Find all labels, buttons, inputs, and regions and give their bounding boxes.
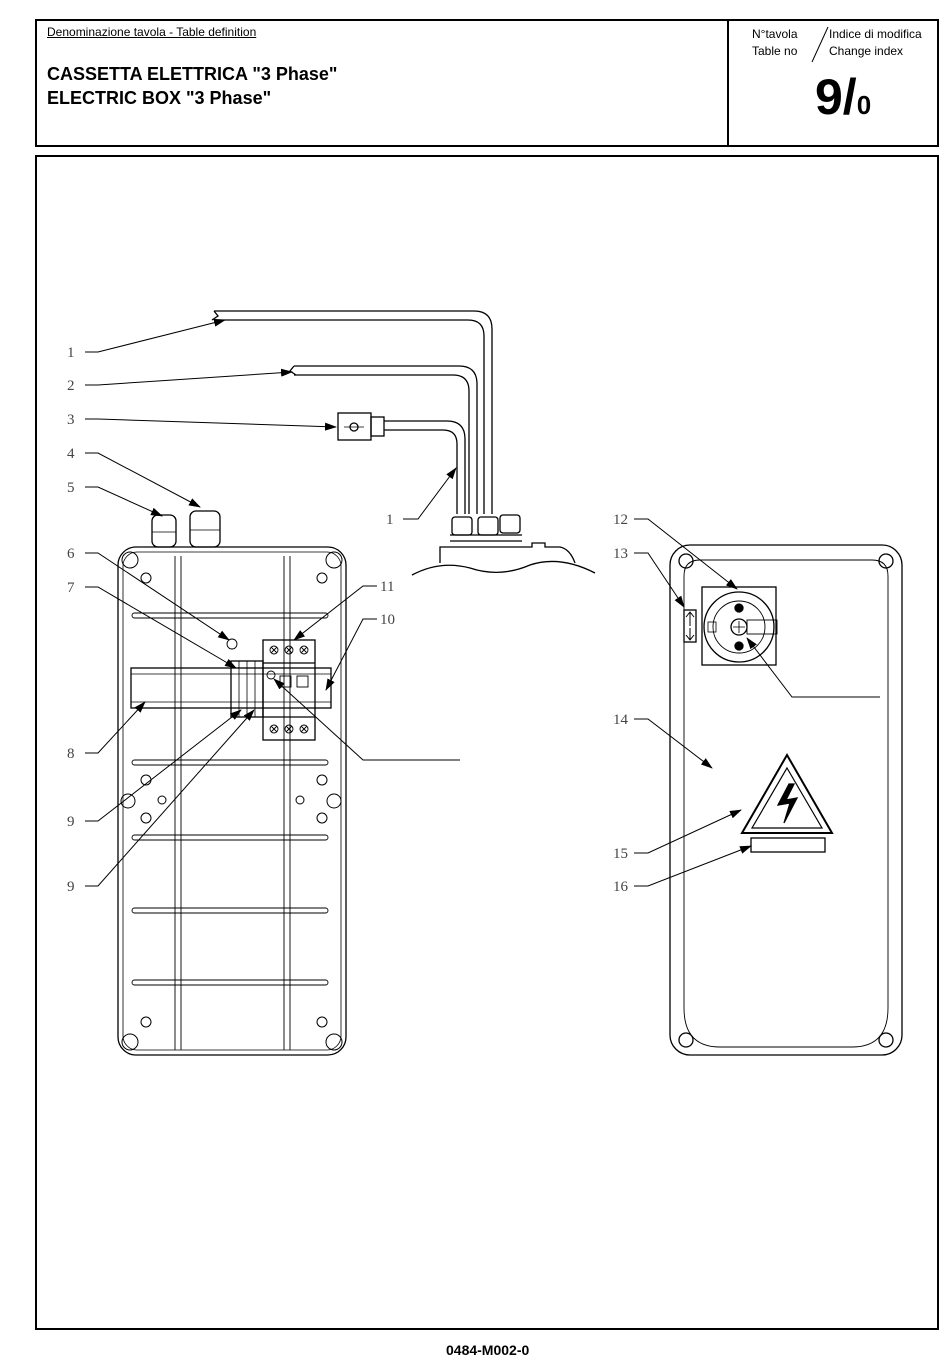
- cable-gland-4: [190, 511, 220, 547]
- lightning-bolt-icon: [778, 784, 797, 823]
- callout-16: 16: [613, 879, 629, 895]
- callout-12: 12: [613, 512, 628, 528]
- switch-terminals: [270, 646, 308, 733]
- callout-11: 11: [380, 579, 394, 595]
- callout-3: 3: [67, 412, 75, 428]
- callout-4: 4: [67, 446, 75, 462]
- callout-9-upper: 9: [67, 814, 75, 830]
- callout-15: 15: [613, 846, 628, 862]
- callout-1-cable: 1: [386, 512, 394, 528]
- motor-housing-section: [412, 515, 595, 575]
- label-plate: [751, 838, 825, 852]
- cable-gland-5: [152, 515, 176, 547]
- callout-10: 10: [380, 612, 395, 628]
- ground-screw: [227, 639, 237, 649]
- cable-2-break: [290, 366, 296, 375]
- title-block-slash: [812, 27, 828, 62]
- connector-plug: [338, 413, 384, 440]
- box-screw-holes: [121, 552, 342, 1050]
- box-outline: [118, 547, 346, 1055]
- electric-box-lid: [670, 545, 902, 1055]
- box-inner-edge: [123, 552, 341, 1050]
- cable-3-outer: [384, 421, 465, 514]
- callout-2: 2: [67, 378, 75, 394]
- callout-13: 13: [613, 546, 628, 562]
- cable-2-outer: [294, 366, 477, 514]
- electric-box-open: [118, 511, 346, 1055]
- callout-1: 1: [67, 345, 75, 361]
- cable-3-inner: [384, 430, 457, 514]
- callout-14: 14: [613, 712, 629, 728]
- callout-6: 6: [67, 546, 75, 562]
- cable-2-inner: [294, 375, 469, 514]
- callout-5: 5: [67, 480, 75, 496]
- callout-7: 7: [67, 580, 75, 596]
- callout-9-lower: 9: [67, 879, 75, 895]
- callout-8: 8: [67, 746, 75, 762]
- cable-1-break: [212, 311, 218, 320]
- callout-numbers: 1 2 3 4 5 6 7 8 9 9 10 11 1 12 13 14 15 …: [67, 345, 629, 895]
